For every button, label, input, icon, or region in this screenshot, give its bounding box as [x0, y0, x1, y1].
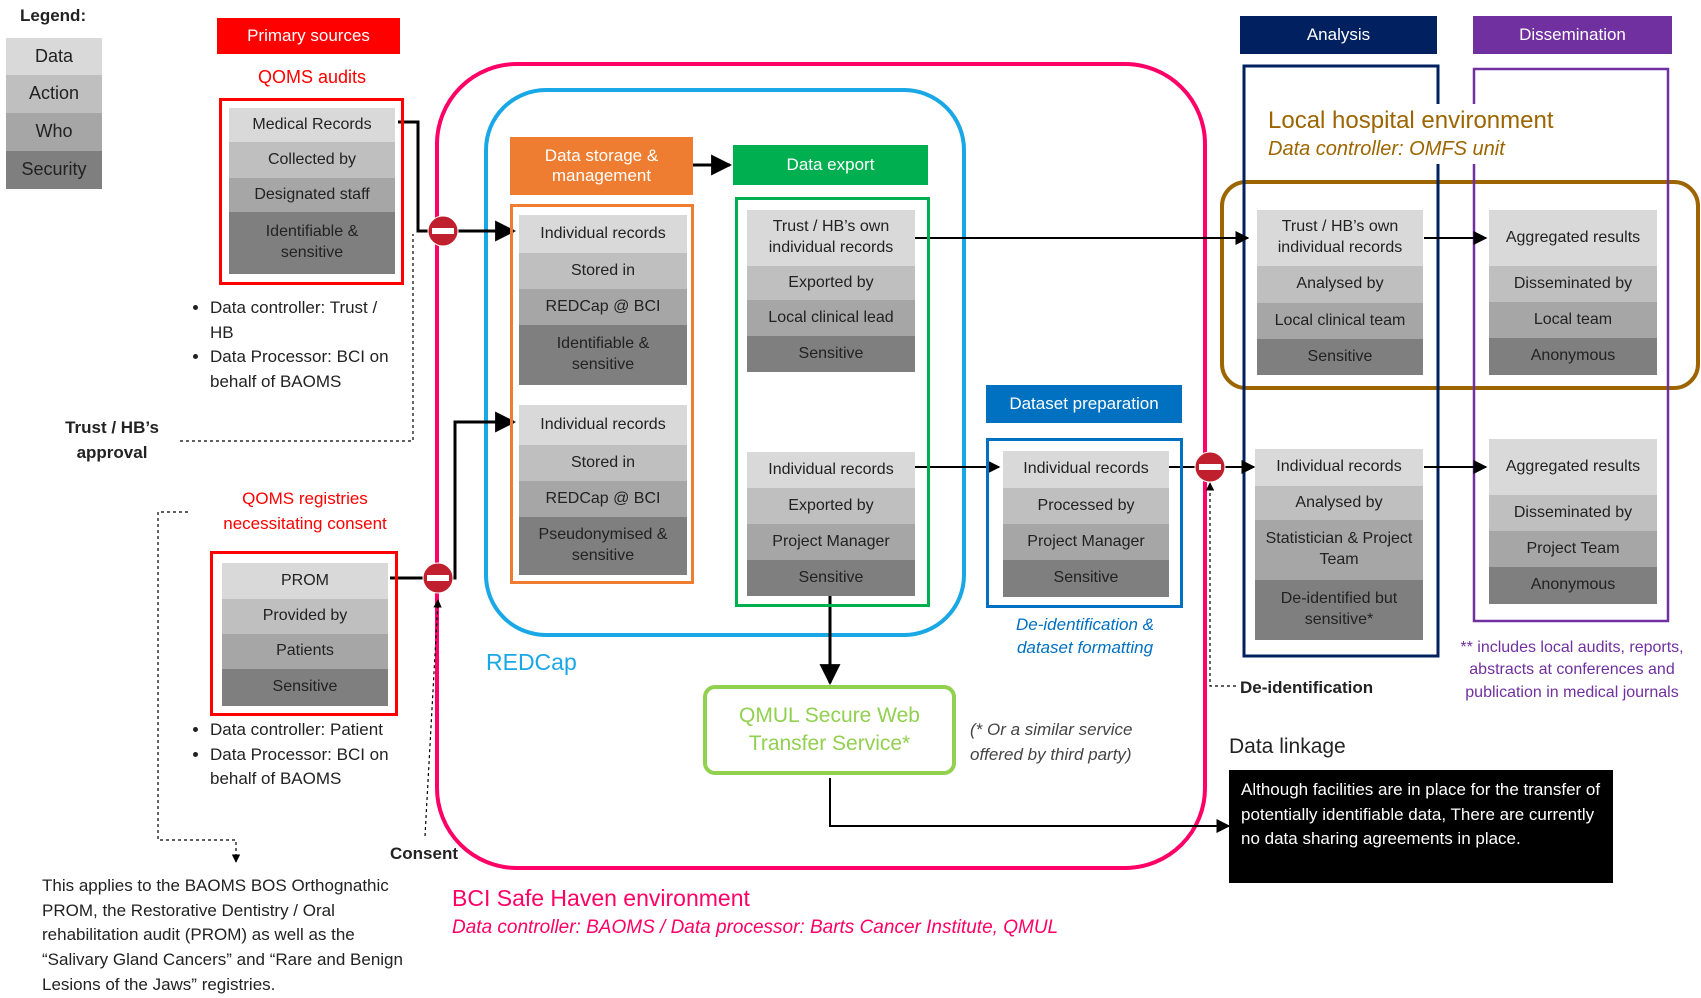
- safe-haven-subtitle: Data controller: BAOMS / Data processor:…: [452, 917, 1059, 938]
- dissemination1-action: Disseminated by: [1489, 266, 1657, 302]
- legend-action: Action: [6, 75, 102, 113]
- dissemination2-security: Anonymous: [1489, 567, 1657, 604]
- registries-dashed-line: [157, 511, 241, 863]
- dissemination1-data: Aggregated results: [1489, 210, 1657, 266]
- analysis2-data: Individual records: [1255, 449, 1423, 486]
- analysis1-security: Sensitive: [1257, 339, 1423, 375]
- dataset-who: Project Manager: [1003, 524, 1169, 560]
- export-box: Trust / HB’s own individual records Expo…: [735, 197, 930, 607]
- analysis1-who: Local clinical team: [1257, 303, 1423, 339]
- export2-security: Sensitive: [747, 560, 915, 596]
- export1-who: Local clinical lead: [747, 300, 915, 336]
- storage2-action: Stored in: [519, 445, 687, 481]
- storage-box: Individual records Stored in REDCap @ BC…: [510, 204, 694, 584]
- qmul-note: (* Or a similar service offered by third…: [970, 720, 1133, 764]
- dissemination-note: ** includes local audits, reports, abstr…: [1460, 639, 1684, 701]
- storage1-action: Stored in: [519, 253, 687, 289]
- dataset-box: Individual records Processed by Project …: [986, 438, 1183, 608]
- safe-haven-title: BCI Safe Haven environment: [452, 885, 750, 911]
- analysis2-who: Statistician & Project Team: [1255, 520, 1423, 580]
- redcap-label: REDCap: [486, 649, 577, 675]
- data-linkage-title: Data linkage: [1229, 735, 1346, 758]
- local-env-title: Local hospital environment: [1264, 104, 1558, 139]
- qmul-linkage-arrow: [829, 778, 1231, 833]
- no-entry-icon-audits: [427, 215, 459, 247]
- storage1-who: REDCap @ BCI: [519, 289, 687, 325]
- audit-data: Medical Records: [229, 108, 395, 142]
- export1-action: Exported by: [747, 266, 915, 300]
- export1-security: Sensitive: [747, 336, 915, 372]
- dataset-action: Processed by: [1003, 488, 1169, 524]
- audit-source-box: Medical Records Collected by Designated …: [219, 98, 404, 285]
- dissemination-header: Dissemination: [1473, 16, 1672, 54]
- storage2-data: Individual records: [519, 405, 687, 445]
- export2-who: Project Manager: [747, 524, 915, 560]
- audit-who: Designated staff: [229, 178, 395, 212]
- data-linkage-box: Although facilities are in place for the…: [1229, 770, 1613, 883]
- audit-bullet-controller: Data controller: Trust / HB: [210, 296, 403, 345]
- analysis2-action: Analysed by: [1255, 486, 1423, 520]
- analysis2-security: De-identified but sensitive*: [1255, 580, 1423, 640]
- storage2-security: Pseudonymised & sensitive: [519, 517, 687, 575]
- prom-bullets: Data controller: Patient Data Processor:…: [188, 718, 403, 792]
- deidentification-label: De-identification: [1240, 678, 1374, 697]
- qoms-audits-label: QOMS audits: [257, 67, 367, 87]
- prom-data: PROM: [222, 563, 388, 599]
- export2-data: Individual records: [747, 452, 915, 488]
- dissemination1-who: Local team: [1489, 302, 1657, 338]
- export-header: Data export: [733, 145, 928, 185]
- local-hospital-boundary: [1220, 180, 1700, 390]
- prom-bullet-processor: Data Processor: BCI on behalf of BAOMS: [210, 743, 403, 792]
- analysis-column-border: [1242, 64, 1440, 658]
- legend-security: Security: [6, 151, 102, 189]
- dataset-header: Dataset preparation: [986, 385, 1182, 423]
- prom-security: Sensitive: [222, 669, 388, 706]
- storage-header: Data storage & management: [510, 137, 693, 195]
- audit-security: Identifiable & sensitive: [229, 212, 395, 274]
- dissemination2-who: Project Team: [1489, 531, 1657, 567]
- legend-who: Who: [6, 113, 102, 151]
- export2-action: Exported by: [747, 488, 915, 524]
- legend-data: Data: [6, 38, 102, 75]
- redcap-boundary: [484, 88, 966, 637]
- registries-label: QOMS registries necessitating consent: [223, 489, 387, 533]
- storage2-who: REDCap @ BCI: [519, 481, 687, 517]
- primary-sources-header: Primary sources: [217, 18, 400, 54]
- consent-label: Consent: [390, 844, 458, 863]
- dissemination2-action: Disseminated by: [1489, 495, 1657, 531]
- legend-title: Legend:: [20, 6, 87, 25]
- analysis1-data: Trust / HB’s own individual records: [1257, 210, 1423, 266]
- prom-source-box: PROM Provided by Patients Sensitive: [210, 551, 398, 716]
- dissemination2-data: Aggregated results: [1489, 439, 1657, 495]
- deid-dashed-line: [1205, 482, 1236, 687]
- dataset-caption: De-identification & dataset formatting: [1016, 615, 1154, 657]
- dataset-data: Individual records: [1003, 451, 1169, 488]
- storage1-data: Individual records: [519, 215, 687, 253]
- analysis-header: Analysis: [1240, 16, 1437, 54]
- prom-who: Patients: [222, 634, 388, 669]
- no-entry-icon-prom: [422, 562, 454, 594]
- qmul-transfer-box: QMUL Secure Web Transfer Service*: [703, 685, 956, 775]
- dissemination1-security: Anonymous: [1489, 338, 1657, 375]
- no-entry-icon-deidentification: [1194, 451, 1226, 483]
- local-env-subtitle: Data controller: OMFS unit: [1264, 135, 1509, 164]
- dissemination-column-border: [1472, 67, 1670, 623]
- analysis1-action: Analysed by: [1257, 266, 1423, 303]
- audit-bullet-processor: Data Processor: BCI on behalf of BAOMS: [210, 345, 403, 394]
- audit-bullets: Data controller: Trust / HB Data Process…: [188, 296, 403, 395]
- registries-footnote: This applies to the BAOMS BOS Orthognath…: [42, 876, 403, 994]
- prom-bullet-controller: Data controller: Patient: [210, 718, 403, 743]
- prom-action: Provided by: [222, 599, 388, 634]
- audit-flow-line: [398, 120, 517, 242]
- trust-approval-label: Trust / HB’s approval: [65, 418, 159, 462]
- export1-data: Trust / HB’s own individual records: [747, 210, 915, 266]
- storage1-security: Identifiable & sensitive: [519, 325, 687, 385]
- audit-action: Collected by: [229, 142, 395, 178]
- dataset-security: Sensitive: [1003, 560, 1169, 597]
